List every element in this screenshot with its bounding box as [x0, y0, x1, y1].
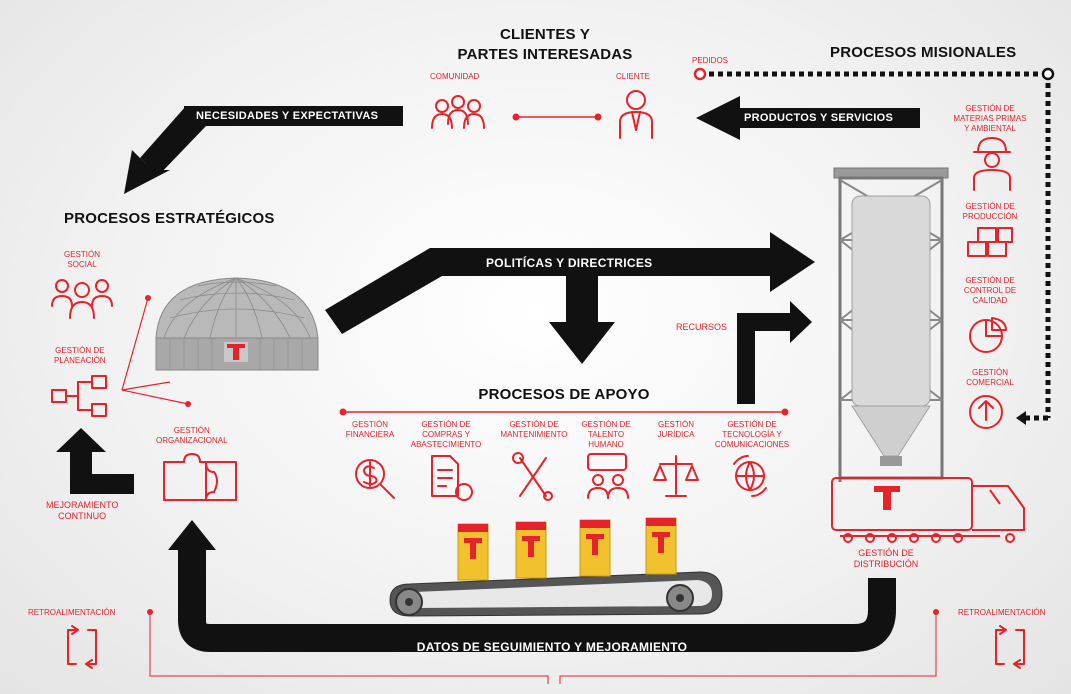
- client-icon: [619, 90, 653, 139]
- policies-label: POLITÍCAS Y DIRECTRICES: [486, 256, 653, 270]
- feedback-lines: [149, 612, 937, 684]
- silo-tower: [833, 167, 949, 482]
- orders-label: PEDIDOS: [692, 56, 729, 65]
- mission-title: PROCESOS MISIONALES: [830, 44, 1017, 61]
- truck-logo: [874, 486, 900, 510]
- dome-illustration: [155, 277, 319, 371]
- needs-arrow: [124, 106, 403, 194]
- commercial-icon: [969, 395, 1003, 429]
- tracking-label: DATOS DE SEGUIMIENTO Y MEJORAMIENTO: [416, 640, 688, 654]
- talent-icon: [587, 453, 629, 499]
- technology-icon: [733, 455, 767, 497]
- procurement-icon: [431, 455, 473, 501]
- production-icon: [967, 227, 1013, 257]
- policies-arrow: [325, 232, 815, 364]
- support-title: PROCESOS DE APOYO: [478, 386, 650, 403]
- tracking-arrow: [168, 520, 896, 652]
- financial-icon: [355, 459, 395, 499]
- products-label: PRODUCTOS Y SERVICIOS: [744, 112, 894, 124]
- client-connector: [512, 113, 602, 121]
- legal-icon: [653, 455, 699, 497]
- feedback-right-icon: [995, 625, 1025, 669]
- social-icon: [51, 279, 113, 319]
- planning-icon: [51, 375, 107, 417]
- community-icon: [431, 95, 485, 129]
- feedback-right-label: RETROALIMENTACIÓN: [958, 608, 1046, 617]
- conveyor-belt: [389, 571, 723, 617]
- support-line: [339, 408, 789, 416]
- organizational-icon: [163, 453, 237, 501]
- orders-dotted-line: [693, 67, 1055, 425]
- products-arrow: [696, 96, 920, 140]
- maintenance-icon: [512, 452, 553, 501]
- strategic-connectors: [121, 297, 189, 405]
- quality-icon: [969, 317, 1007, 353]
- truck-illustration: [831, 477, 1025, 543]
- feedback-left-label: RETROALIMENTACIÓN: [28, 608, 116, 617]
- client-label: CLIENTE: [616, 72, 650, 81]
- cement-bags: [457, 517, 677, 581]
- improvement-arrow: [56, 428, 134, 494]
- community-label: COMUNIDAD: [430, 72, 480, 81]
- clients-title-line1: CLIENTES Y: [499, 26, 591, 43]
- needs-label: NECESIDADES Y EXPECTATIVAS: [196, 110, 379, 122]
- clients-title-line2: PARTES INTERESADAS: [457, 46, 633, 63]
- raw-materials-icon: [973, 137, 1011, 191]
- resources-arrow: [737, 301, 812, 404]
- feedback-left-icon: [67, 625, 97, 669]
- resources-label: RECURSOS: [676, 322, 728, 332]
- strategic-title: PROCESOS ESTRATÉGICOS: [64, 210, 275, 227]
